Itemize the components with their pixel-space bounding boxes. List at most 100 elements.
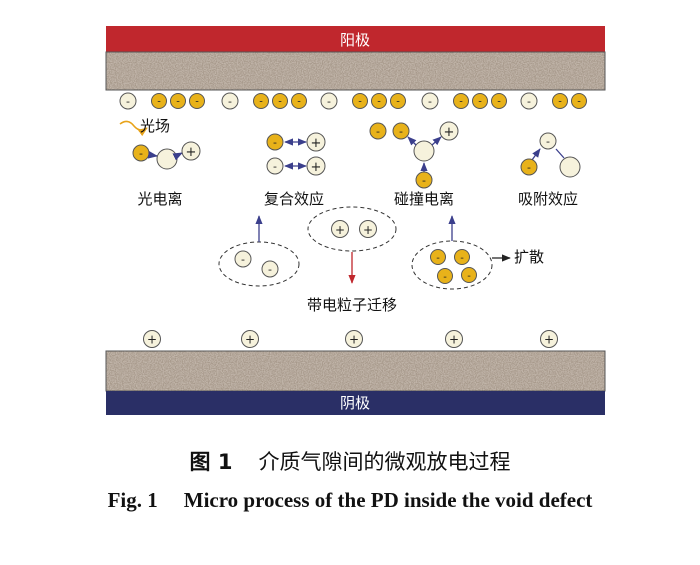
electron [571,93,587,109]
svg-text:-: - [376,125,380,138]
caption-cn: 图 1 介质气隙间的微观放电过程 [0,446,700,476]
svg-text:-: - [273,160,277,173]
neutral-molecule [413,140,435,162]
svg-text:-: - [436,253,440,264]
svg-text:-: - [268,263,272,276]
electron-sign: - [297,97,301,108]
anode-bar [106,26,605,52]
anode-surface-charges: ------------------- [119,92,587,110]
migration-process: - - + + 带电粒子迁移 - - - - 扩散 [218,206,544,314]
recombination-process: - + - + 复合效应 [264,132,326,208]
photoionization-process: 光场 - + 光电离 [119,117,201,208]
negative-ion [421,92,439,110]
positive-ion-sign: + [544,332,554,346]
electron [371,93,387,109]
pd-diagram: 阳极 ------------------- 光场 - + 光电离 - + - … [105,26,606,415]
caption-en-title: Micro process of the PD inside the void … [183,488,593,512]
positive-ion-sign: + [245,332,255,346]
photoionization-label: 光电离 [137,190,182,208]
positive-ion [540,330,558,348]
negative-ion [320,92,338,110]
electron [291,93,307,109]
electron-sign: - [577,97,581,108]
positive-ion [345,330,363,348]
electron-sign: - [396,97,400,108]
electron [491,93,507,109]
electron [352,93,368,109]
electron [189,93,205,109]
cathode-surface-charges: + + + + + [143,330,558,348]
svg-text:-: - [399,125,403,138]
attachment-process: - - 吸附效应 [518,132,581,208]
anode-label: 阳极 [340,31,370,49]
negative-ion [520,92,538,110]
positive-ion [445,330,463,348]
positive-ion-sign: + [147,332,157,346]
negative-ion-sign: - [228,95,232,108]
electron-sign: - [478,97,482,108]
negative-ion [119,92,137,110]
electron-sign: - [259,97,263,108]
collision-ionization-process: - - + - 碰撞电离 [369,121,459,208]
svg-text:+: + [311,160,322,175]
diffusion-label: 扩散 [514,248,544,266]
svg-text:-: - [443,272,447,283]
electron [151,93,167,109]
electron [170,93,186,109]
negative-ion [221,92,239,110]
svg-text:+: + [311,136,322,151]
positive-ion [181,141,201,161]
cathode-label: 阴极 [340,394,370,412]
electron-sign: - [459,97,463,108]
migration-label: 带电粒子迁移 [307,296,397,314]
negative-ion-sign: - [327,95,331,108]
positive-ion [143,330,161,348]
caption-cn-title: 介质气隙间的微观放电过程 [258,450,511,474]
svg-text:+: + [444,125,455,140]
photo-field-label: 光场 [140,117,170,135]
caption-cn-number: 图 1 [189,450,233,474]
positive-ion-sign: + [449,332,459,346]
electron-sign: - [558,97,562,108]
svg-text:-: - [467,271,471,282]
svg-text:-: - [460,253,464,264]
neutral-molecule [156,148,178,170]
svg-text:-: - [273,136,277,149]
electron [552,93,568,109]
cathode-bar [106,391,605,415]
electron-sign: - [139,147,143,160]
negative-ion-sign: - [527,95,531,108]
cathode: 阴极 [105,350,606,415]
svg-text:+: + [363,223,373,237]
svg-text:+: + [335,223,345,237]
electron [272,93,288,109]
attachment-label: 吸附效应 [518,190,578,208]
svg-text:-: - [546,135,550,148]
caption-en-number: Fig. 1 [107,488,158,512]
svg-text:+: + [186,145,197,160]
positive-ion [241,330,259,348]
positive-ion-sign: + [349,332,359,346]
electron-sign: - [358,97,362,108]
negative-ion-sign: - [428,95,432,108]
negative-ion-sign: - [126,95,130,108]
svg-text:-: - [241,253,245,266]
collision-ionization-label: 碰撞电离 [394,190,454,208]
photon-arrow [119,120,148,137]
caption-en: Fig. 1 Micro process of the PD inside the… [0,488,700,513]
svg-text:-: - [527,161,531,174]
electron [472,93,488,109]
electron-sign: - [195,97,199,108]
electron [253,93,269,109]
electron-sign: - [377,97,381,108]
recombination-label: 复合效应 [264,190,324,208]
electron-sign: - [176,97,180,108]
electron [390,93,406,109]
anode: 阳极 [105,26,606,91]
svg-text:-: - [422,174,426,187]
electron [453,93,469,109]
electron-sign: - [157,97,161,108]
electron-sign: - [278,97,282,108]
electron-sign: - [497,97,501,108]
